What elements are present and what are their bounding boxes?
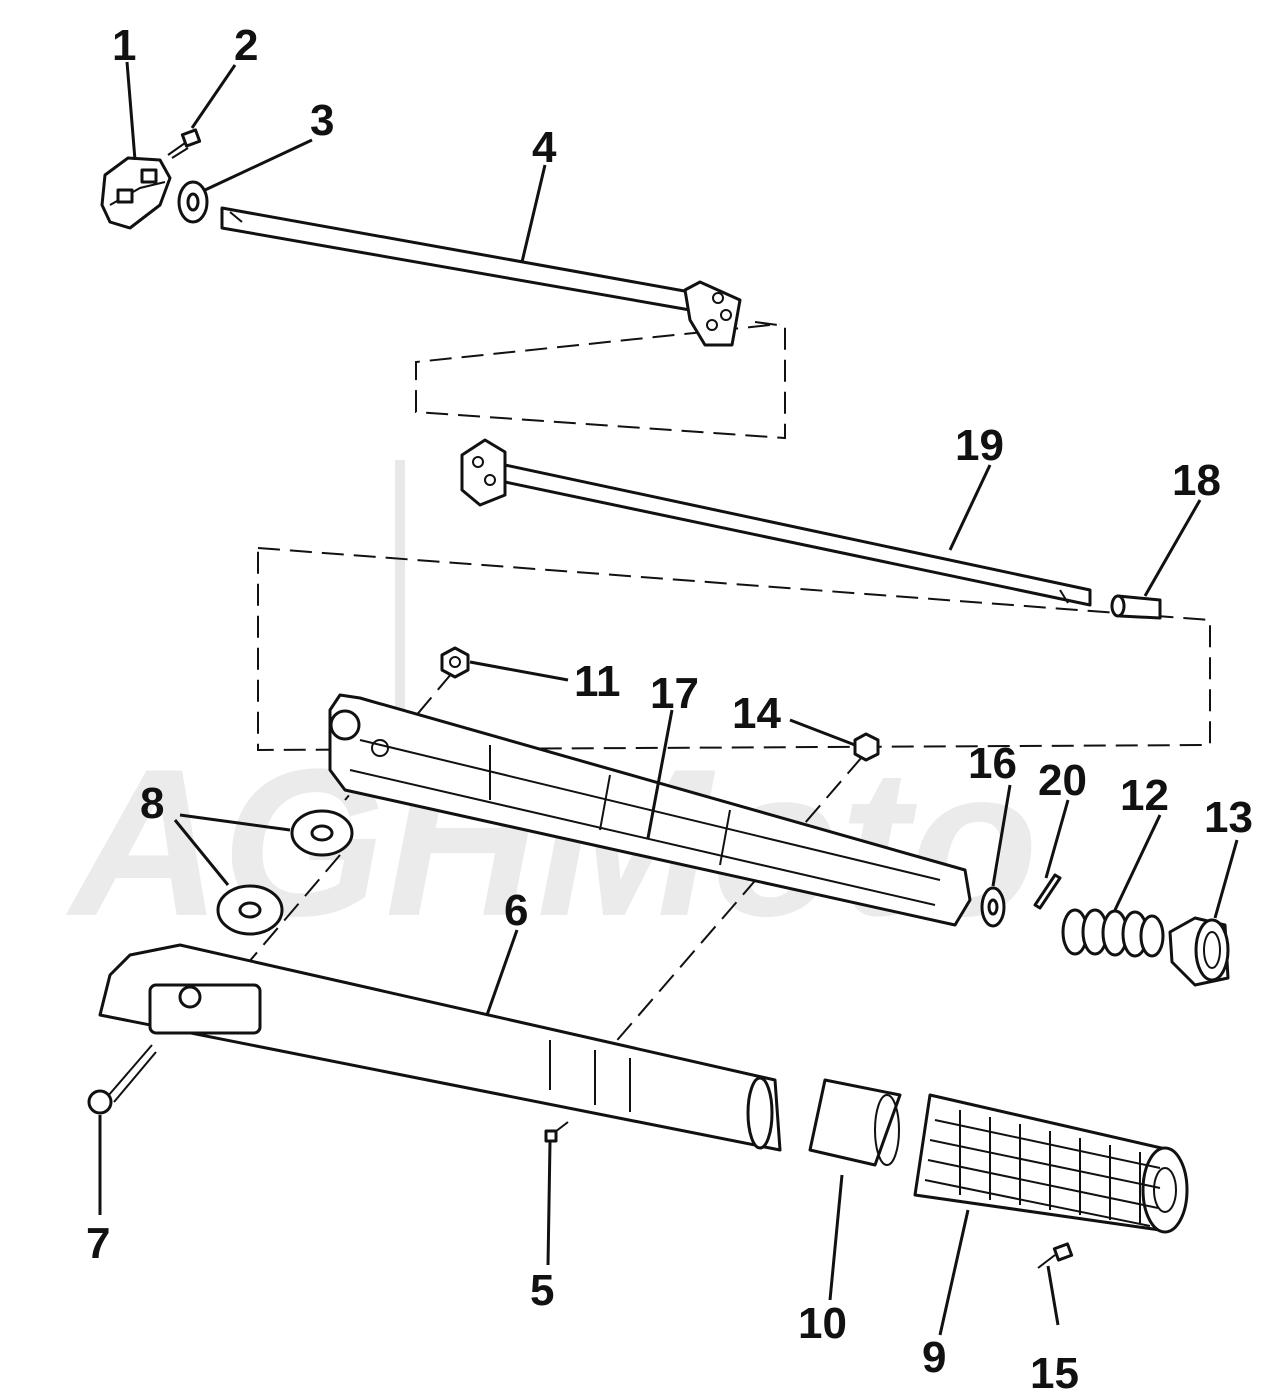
callout-7: 7 xyxy=(86,1219,110,1268)
callout-labels: 1 2 3 4 19 18 11 17 14 8 16 20 12 13 6 7… xyxy=(86,21,1253,1396)
part-3-washer xyxy=(177,180,209,224)
part-4-shaft xyxy=(220,206,742,347)
part-19-shaft xyxy=(460,438,1092,607)
part-7-screw xyxy=(87,1044,157,1115)
callout-10: 10 xyxy=(798,1299,847,1348)
part-18-bushing xyxy=(1110,594,1162,620)
callout-18: 18 xyxy=(1172,456,1221,505)
callout-13: 13 xyxy=(1204,793,1253,842)
callout-4: 4 xyxy=(532,123,557,172)
part-5-screw xyxy=(544,1121,569,1143)
callout-15: 15 xyxy=(1030,1349,1079,1396)
part-9-grip xyxy=(913,1093,1189,1234)
part-8-washers xyxy=(216,809,354,936)
callout-1: 1 xyxy=(112,21,136,70)
part-10-sleeve xyxy=(808,1078,902,1167)
part-16-washer xyxy=(980,886,1006,928)
part-15-screw xyxy=(1037,1242,1074,1269)
part-11-nut xyxy=(440,646,470,679)
leader-lines xyxy=(98,61,1239,1336)
part-2-screw xyxy=(167,128,202,159)
callout-17: 17 xyxy=(650,669,699,718)
callout-16: 16 xyxy=(968,739,1017,788)
callout-6: 6 xyxy=(504,886,528,935)
part-6-handle-arm xyxy=(98,943,782,1152)
callout-5: 5 xyxy=(530,1266,554,1315)
callout-19: 19 xyxy=(955,421,1004,470)
callout-3: 3 xyxy=(310,96,334,145)
callout-14: 14 xyxy=(732,689,781,738)
part-1-clamp xyxy=(100,156,172,230)
part-17-frame xyxy=(328,693,972,927)
callout-20: 20 xyxy=(1038,756,1087,805)
part-13-cap xyxy=(1168,916,1230,987)
part-20-pin xyxy=(1033,873,1062,910)
callout-2: 2 xyxy=(234,21,258,70)
part-14-nut xyxy=(853,732,880,762)
callout-8: 8 xyxy=(140,779,164,828)
callout-11: 11 xyxy=(574,657,621,706)
callout-12: 12 xyxy=(1120,771,1169,820)
callout-9: 9 xyxy=(922,1333,946,1382)
part-12-spring xyxy=(1061,908,1165,958)
